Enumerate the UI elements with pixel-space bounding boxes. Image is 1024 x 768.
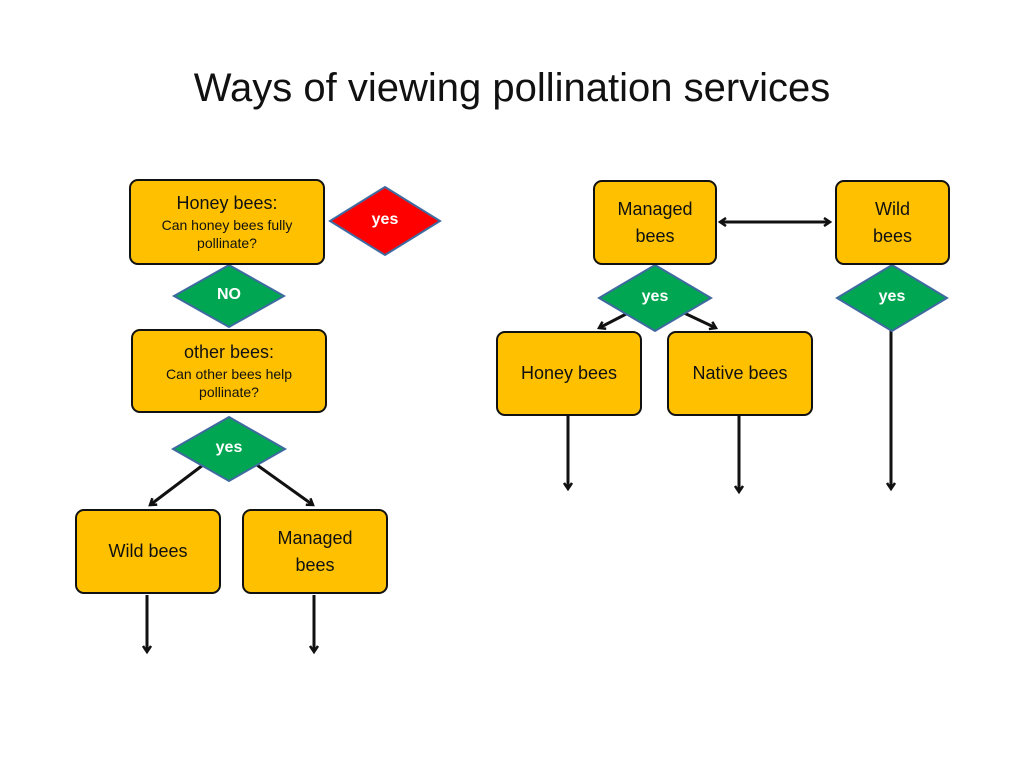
managed-bees-box-left: Managed bees [242,509,388,594]
native-bees-label: Native bees [692,363,788,383]
decision-diamond-wild-yes [835,263,949,333]
honey-bees-label-right: Honey bees [520,363,618,383]
decision-diamond-managed-yes [597,263,713,333]
decision-label-managed-yes: yes [641,288,669,305]
honey-bees-question: Can honey bees fully pollinate? [161,216,293,251]
honey-bees-heading: Honey bees: [176,193,278,214]
managed-bees-label-right: Managed bees [617,198,693,246]
wild-bees-label-right: Wild bees [872,198,913,246]
other-bees-heading: other bees: [183,342,275,363]
arrow-yes-to-wild-bees [150,463,204,505]
honey-bees-box-right: Honey bees [496,331,642,416]
decision-label-left-yes: yes [215,439,243,456]
wild-bees-label-left: Wild bees [108,541,188,561]
native-bees-box: Native bees [667,331,813,416]
decision-label-wild-yes: yes [878,288,906,305]
arrow-yes-to-managed-bees [256,463,313,505]
other-bees-question-box: other bees: Can other bees help pollinat… [131,329,327,413]
decision-diamond-red-yes [328,185,442,257]
arrow-yes-to-native-bees [681,310,716,328]
decision-label-red-yes: yes [371,211,399,228]
managed-bees-box-right: Managed bees [593,180,717,265]
other-bees-question: Can other bees help pollinate? [165,365,293,400]
wild-bees-box-left: Wild bees [75,509,221,594]
arrow-yes-to-honey-bees [599,310,631,328]
decision-diamond-no [171,263,287,329]
honey-bees-question-box: Honey bees: Can honey bees fully pollina… [129,179,325,265]
managed-bees-label-left: Managed bees [277,527,353,575]
slide-title: Ways of viewing pollination services [193,66,831,110]
decision-label-no: NO [217,286,241,303]
wild-bees-box-right: Wild bees [835,180,950,265]
decision-diamond-left-yes [170,415,288,483]
